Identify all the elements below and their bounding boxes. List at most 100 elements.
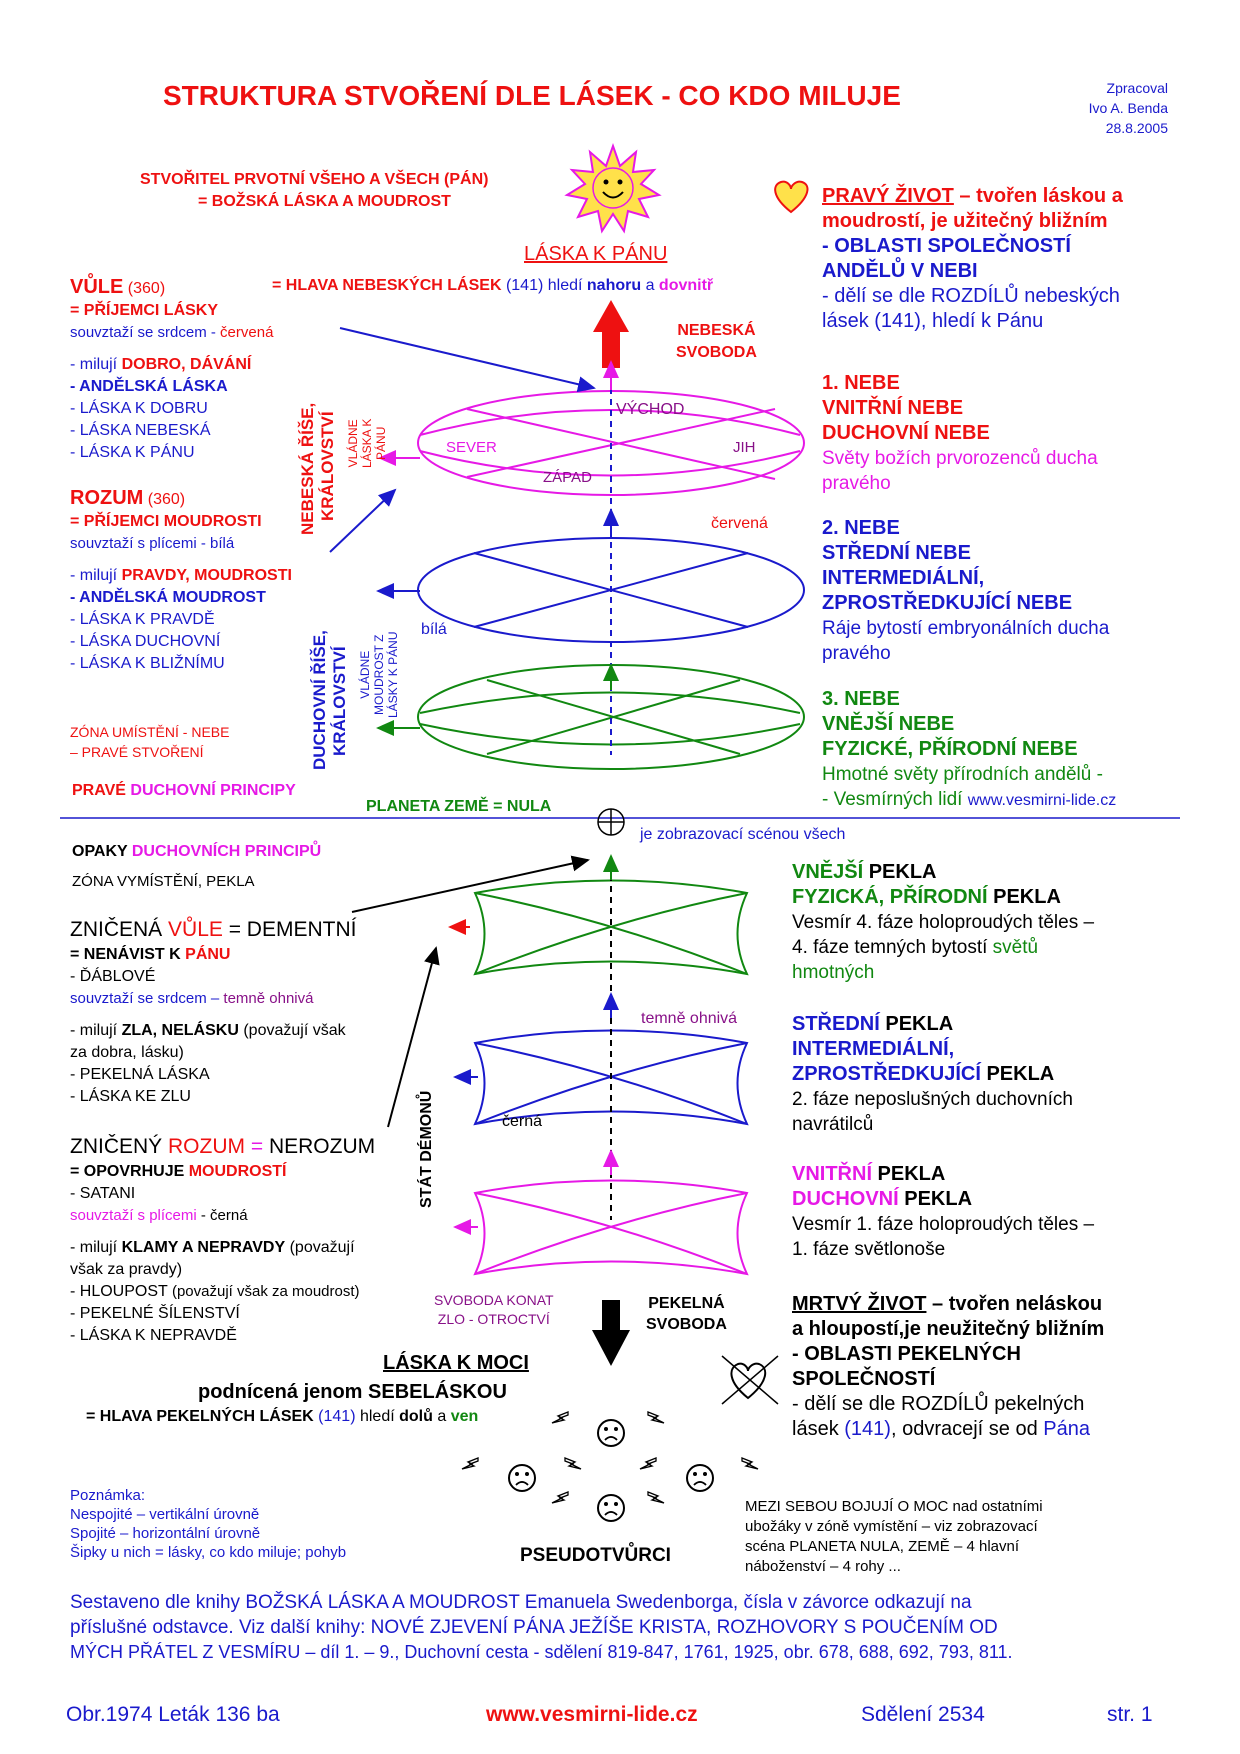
heaven3-block: 3. NEBE VNĚJŠÍ NEBE FYZICKÉ, PŘÍRODNÍ NE… [822,687,1116,813]
heaven2-a: 2. NEBE [822,517,900,539]
true-life-a: PRAVÝ ŽIVOT [822,185,954,207]
realm-spirit-2: KRÁLOVSTVÍ [330,646,349,756]
realm-spirit: DUCHOVNÍ ŘÍŠE, KRÁLOVSTVÍ [310,630,350,770]
realm-spirit-rules-1: VLÁDNE [358,650,372,699]
heaven1-e: pravého [822,473,891,494]
true-principles: PRAVÉ DUCHOVNÍ PRINCIPY [72,782,296,800]
page-title: STRUKTURA STVOŘENÍ DLE LÁSEK - CO KDO MI… [163,80,901,111]
hell-inner-e: Vesmír 1. fáze holoproudých těles – [792,1214,1095,1235]
realm-heaven-rules-3: PÁNU [374,426,388,460]
realm-spirit-rules-2: MOUDROST Z [372,634,386,715]
heaven3-f: www.vesmirni-lide.cz [967,792,1117,809]
love-power-sub: podnícená jenom SEBELÁSKOU [198,1381,507,1403]
reason-block: ROZUM (360) = PŘÍJEMCI MOUDROSTI souvzta… [70,487,292,675]
hell-outer-shape [473,879,749,976]
creator-line2: = BOŽSKÁ LÁSKA A MOUDROST [198,193,451,210]
heaven3-a: 3. NEBE [822,688,900,710]
hell-freedom: PEKELNÁ SVOBODA [646,1293,727,1335]
heaven3-c: FYZICKÉ, PŘÍRODNÍ NEBE [822,738,1078,760]
author-line3: 28.8.2005 [1105,120,1168,136]
love-power-head-e: ven [450,1408,479,1425]
footer-msg: Sdělení 2534 [861,1703,985,1726]
will-title: VŮLE [70,276,124,298]
hell-outer-e: Vesmír 4. fáze holoproudých těles – [792,912,1095,933]
ruined-will-relates-a: souvztaží se srdcem – [70,990,224,1007]
dead-life-c: a hloupostí,je neužitečný bližním [792,1318,1105,1340]
will-l2: - ANDĚLSKÁ LÁSKA [70,378,228,395]
hell-inner-shape [473,1179,749,1276]
hell-inner-c: DUCHOVNÍ [792,1188,899,1210]
will-block: VŮLE (360) = PŘÍJEMCI LÁSKY souvztaží se… [70,276,273,464]
lightning-icon [461,1457,479,1470]
demon-state: STÁT DÉMONŮ [418,1090,435,1208]
love-power-head-c: dolů [399,1408,433,1425]
sad-faces [461,1411,759,1522]
will-l1-a: - milují [70,356,122,373]
heaven3-d: Hmotné světy přírodních andělů - [822,764,1103,785]
hell-inner-b: PEKLA [872,1163,946,1185]
freedom-evil: SVOBODA KONAT ZLO - OTROCTVÍ [434,1291,554,1329]
true-principles-b: DUCHOVNÍ PRINCIPY [130,782,296,799]
source-l2: příslušné odstavce. Viz další knihy: NOV… [70,1617,998,1638]
note-l2: Spojité – horizontální úrovně [70,1525,261,1542]
ruined-reason-l1-c: (považují [285,1239,355,1256]
ruined-will-devil: - ĎÁBLOVÉ [70,968,156,985]
creator-line1: STVOŘITEL PRVOTNÍ VŠEHO A VŠECH (PÁN) [140,171,489,188]
fight-l2: ubožáky v zóně vymístění – viz zobrazova… [745,1518,1038,1535]
opposites-zone: ZÓNA VYMÍSTĚNÍ, PEKLA [72,873,255,890]
reason-l4: - LÁSKA DUCHOVNÍ [70,633,221,650]
lightning-icon [639,1457,657,1470]
ruined-reason-l1-a: - milují [70,1239,122,1256]
dead-life-b: – tvořen neláskou [926,1293,1103,1315]
up-arrow [593,300,629,368]
hell-outer-h: hmotných [792,962,875,983]
source-l1: Sestaveno dle knihy BOŽSKÁ LÁSKA A MOUDR… [70,1592,972,1613]
heaven2-block: 2. NEBE STŘEDNÍ NEBE INTERMEDIÁLNÍ, ZPRO… [822,516,1109,666]
heaven1-c: DUCHOVNÍ NEBE [822,422,990,444]
realm-spirit-1: DUCHOVNÍ ŘÍŠE, [310,630,329,770]
sad-face-icon [508,1464,536,1492]
heaven3-b: VNĚJŠÍ NEBE [822,713,955,735]
ruined-will-b: VŮLE [168,918,223,941]
hell-middle-a: STŘEDNÍ [792,1013,880,1035]
ruined-will-l1-b: ZLA, NELÁSKU [121,1022,239,1039]
reason-title: ROZUM [70,487,144,509]
realm-heaven-1: NEBESKÁ ŘÍŠE, [298,402,317,535]
heavenly-freedom: NEBESKÁ SVOBODA [676,320,757,364]
ruined-reason-d: NEROZUM [268,1135,376,1158]
dead-life-g: lásek [792,1418,845,1440]
lightning-icon [741,1457,759,1470]
zone-heaven-2: – PRAVÉ STVOŘENÍ [70,744,204,760]
opposites-b: DUCHOVNÍCH PRINCIPŮ [131,843,322,860]
true-life-d: - OBLASTI SPOLEČNOSTÍ [822,235,1071,257]
hell-inner-d: PEKLA [898,1188,973,1210]
ruined-will-c: = DEMENTNÍ [222,918,357,941]
true-life-block: PRAVÝ ŽIVOT – tvořen láskou a moudrostí,… [822,184,1123,334]
ruined-will-relates-b: temně ohnivá [223,990,314,1007]
footer-url[interactable]: www.vesmirni-lide.cz [486,1703,698,1726]
lightning-icon [551,1411,569,1424]
will-recipients: = PŘÍJEMCI LÁSKY [70,302,219,319]
realm-heaven-rules-1: VLÁDNE [346,419,360,468]
hell-freedom-1: PEKELNÁ [648,1295,725,1312]
heaven2-d: ZPROSTŘEDKUJÍCÍ NEBE [822,592,1073,614]
love-power-title: LÁSKA K MOCI [383,1352,529,1374]
true-life-c: moudrostí, je užitečný bližním [822,210,1108,232]
true-principles-a: PRAVÉ [72,782,131,799]
author-line1: Zpracoval [1106,80,1168,96]
sad-face-icon [597,1494,625,1522]
lightning-icon [551,1491,569,1504]
freedom-evil-2: ZLO - OTROCTVÍ [437,1311,550,1327]
note-l3: Šipky u nich = lásky, co kdo miluje; poh… [70,1544,347,1561]
dir-east: VÝCHOD [616,401,685,418]
hell-freedom-2: SVOBODA [646,1316,727,1333]
love-lord-title: LÁSKA K PÁNU [524,243,668,265]
heaven1-a: 1. NEBE [822,372,900,394]
will-relates-a: souvztaží se srdcem - [70,324,221,341]
note-block: Poznámka: Nespojité – vertikální úrovně … [70,1486,346,1562]
hell-outer-c: FYZICKÁ, PŘÍRODNÍ [792,886,988,908]
ruined-reason-l2: však za pravdy) [70,1261,183,1278]
ruined-will-l1-c: (považují však [238,1022,346,1039]
realm-heaven-rules: VLÁDNE LÁSKA K PÁNU [346,419,388,468]
